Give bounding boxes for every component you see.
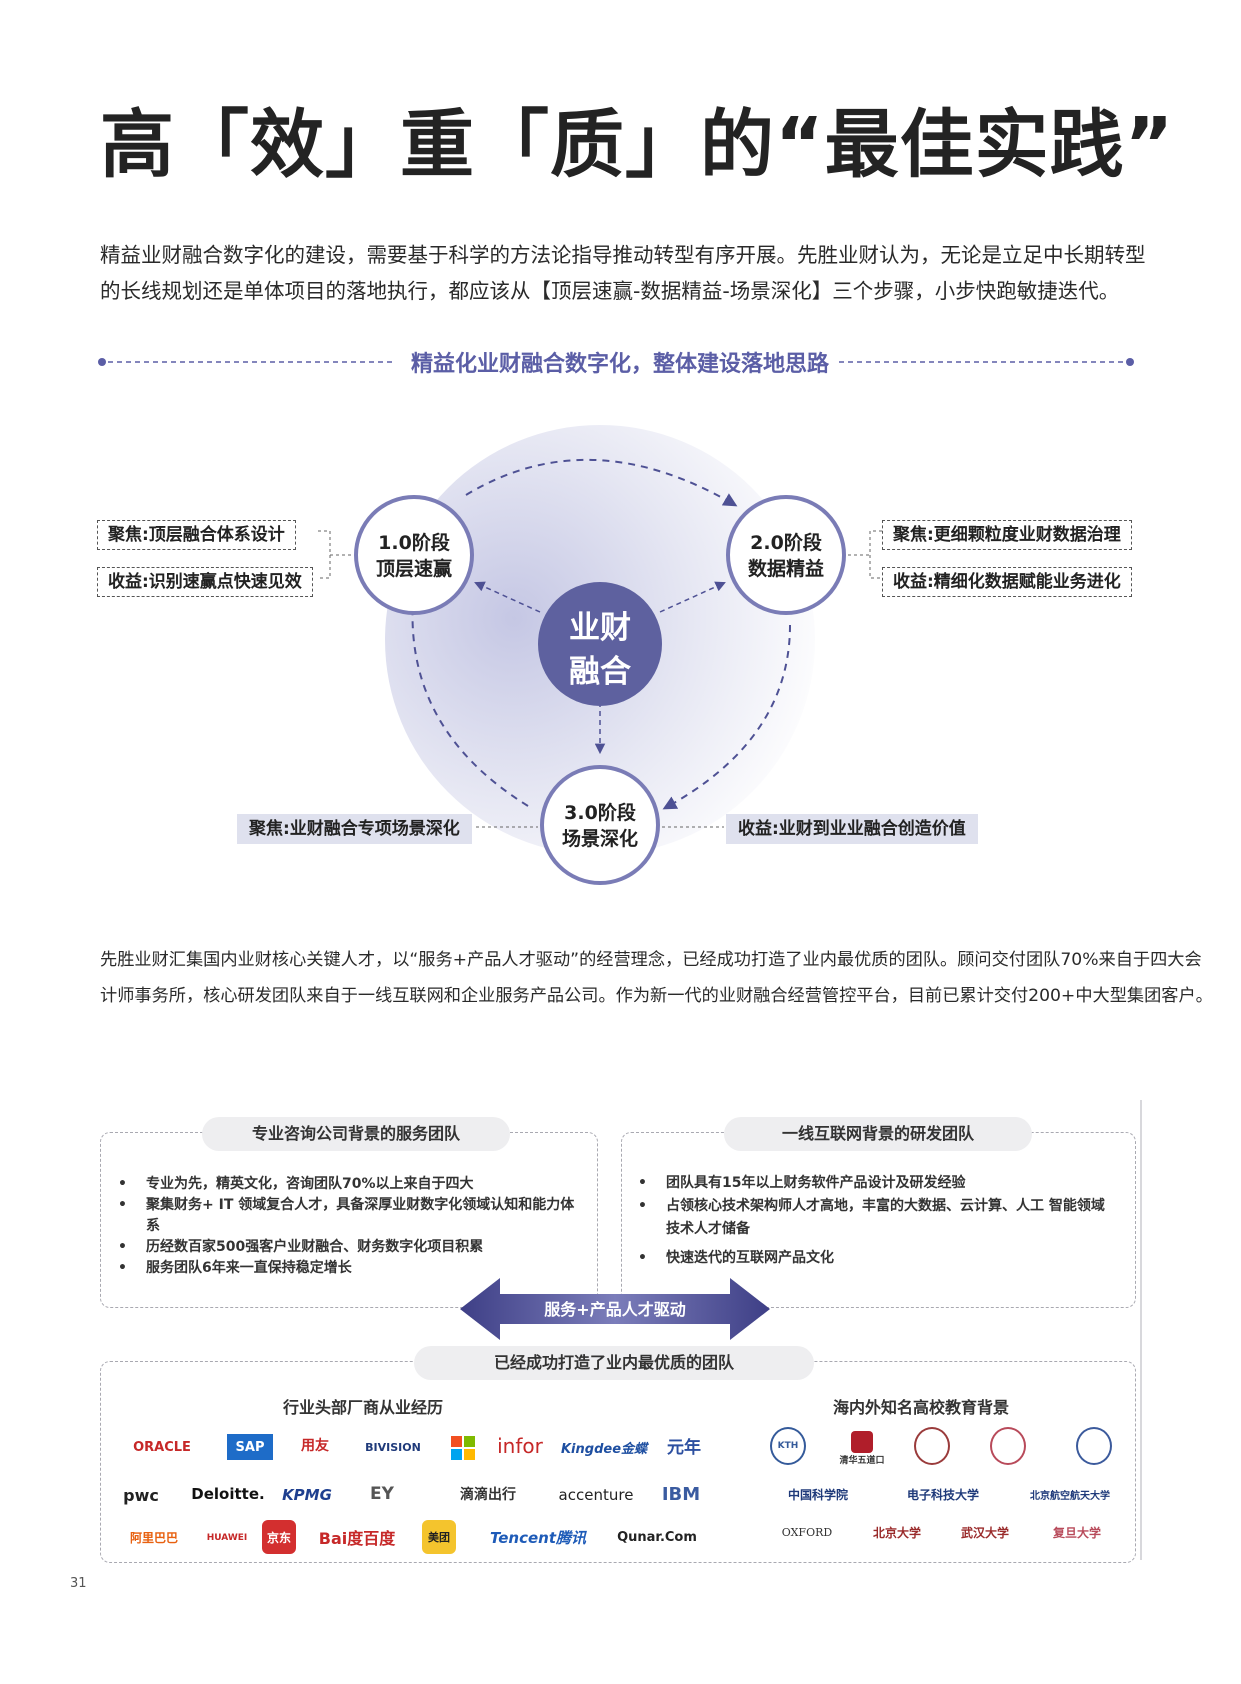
stage-2-gain: 收益:精细化数据赋能业务进化 <box>882 567 1132 597</box>
logo-kth: KTH <box>770 1427 806 1465</box>
logo-infor: infor <box>497 1434 543 1458</box>
logo-kingdee: Kingdee金蝶 <box>560 1441 648 1457</box>
logo-huawei: HUAWEI <box>206 1533 248 1543</box>
stage-3-gain: 收益:业财到业业融合创造价值 <box>726 814 978 844</box>
left-bullet: 服务团队6年来一直保持稳定增长 <box>118 1258 578 1279</box>
right-bullet: 占领核心技术架构师人才高地，丰富的大数据、云计算、人工 智能领域技术人才储备 <box>638 1195 1108 1241</box>
page-title: 高「效」重「质」的“最佳实践” <box>100 102 1175 188</box>
logo-qunar: Qunar.Com <box>617 1529 697 1545</box>
right-bullet: 快速迭代的互联网产品文化 <box>638 1247 1108 1270</box>
logo-pwc: pwc <box>123 1485 159 1505</box>
right-team-bullets: 团队具有15年以上财务软件产品设计及研发经验 占领核心技术架构师人才高地，丰富的… <box>638 1172 1108 1270</box>
center-label-1: 业财 <box>569 610 631 646</box>
university-seal-icon <box>914 1427 950 1465</box>
stage-1-title: 1.0阶段 <box>378 532 450 554</box>
infographic-edge <box>1140 1100 1142 1560</box>
logo-yonyou: 用友 <box>301 1438 329 1454</box>
stage-1-subtitle: 顶层速赢 <box>375 558 452 580</box>
logo-meituan: 美团 <box>422 1520 456 1554</box>
left-bullet: 历经数百家500强客户业财融合、财务数字化项目积累 <box>118 1237 578 1258</box>
logo-deloitte: Deloitte. <box>191 1485 265 1503</box>
stage-2-circle <box>726 495 846 615</box>
logo-buaa: 北京航空航天大学 <box>1030 1490 1110 1502</box>
logo-tsinghua-pbcsf: 清华五道口 <box>830 1426 894 1470</box>
stage-3-circle <box>540 765 660 885</box>
center-label-2: 融合 <box>569 654 631 690</box>
university-seal-icon <box>990 1427 1026 1465</box>
left-team-title: 专业咨询公司背景的服务团队 <box>202 1117 510 1151</box>
microsoft-icon <box>451 1436 475 1460</box>
logo-uestc: 电子科技大学 <box>906 1487 979 1502</box>
industry-title: 行业头部厂商从业经历 <box>283 1398 444 1417</box>
team-para-line-2: 计师事务所，核心研发团队来自于一线互联网和企业服务产品公司。作为新一代的业财融合… <box>100 986 1213 1006</box>
logo-ey: EY <box>370 1484 394 1504</box>
arc-2-to-3 <box>662 624 791 810</box>
logo-jd: 京东 <box>262 1520 296 1554</box>
logo-yuannian: 元年 <box>667 1437 701 1458</box>
logo-tencent: Tencent腾讯 <box>489 1528 587 1547</box>
logo-baidu: Bai度百度 <box>318 1529 396 1548</box>
left-bullet: 聚集财务+ IT 领域复合人才，具备深厚业财数字化领域认知和能力体系 <box>118 1195 578 1237</box>
logo-whu: 武汉大学 <box>960 1525 1009 1540</box>
stage-3-title: 3.0阶段 <box>564 802 636 824</box>
logo-didi: 滴滴出行 <box>460 1487 516 1503</box>
right-bullet: 团队具有15年以上财务软件产品设计及研发经验 <box>638 1172 1108 1195</box>
arrow-label: 服务+产品人才驱动 <box>544 1300 686 1319</box>
stage-2-title: 2.0阶段 <box>750 532 822 554</box>
left-team-bullets: 专业为先，精英文化，咨询团队70%以上来自于四大 聚集财务+ IT 领域复合人才… <box>118 1174 578 1279</box>
logo-bivision: BIVISION <box>365 1440 421 1454</box>
stage-1-circle <box>354 495 474 615</box>
center-circle <box>538 582 662 706</box>
stage-2-subtitle: 数据精益 <box>747 558 824 580</box>
section-heading: 精益化业财融合数字化，整体建设落地思路 <box>410 352 829 377</box>
logo-oracle: ORACLE <box>133 1439 191 1455</box>
university-seal-icon <box>1076 1427 1112 1465</box>
logo-ibm: IBM <box>661 1483 701 1505</box>
stage-cycle-diagram <box>318 425 882 885</box>
education-title: 海内外知名高校教育背景 <box>833 1398 1010 1417</box>
logo-fudan: 复旦大学 <box>1052 1525 1101 1540</box>
page-number: 31 <box>70 1576 87 1591</box>
bottom-team-title: 已经成功打造了业内最优质的团队 <box>414 1346 814 1380</box>
stage-1-focus: 聚焦:顶层融合体系设计 <box>97 520 296 550</box>
section-heading-rule <box>98 358 1134 366</box>
intro-line-1: 精益业财融合数字化的建设，需要基于科学的方法论指导推动转型有序开展。先胜业财认为… <box>100 243 1146 267</box>
pbcsf-emblem-icon <box>851 1430 873 1453</box>
stage-3-subtitle: 场景深化 <box>561 828 638 850</box>
logo-alibaba: 阿里巴巴 <box>129 1530 178 1545</box>
stage-2-focus: 聚焦:更细颗粒度业财数据治理 <box>882 520 1132 550</box>
logo-sap: SAP <box>227 1434 273 1460</box>
logo-kpmg: KPMG <box>282 1486 332 1504</box>
stage-1-gain: 收益:识别速赢点快速见效 <box>97 567 313 597</box>
arc-1-to-2 <box>465 458 738 507</box>
right-team-title: 一线互联网背景的研发团队 <box>724 1117 1032 1151</box>
logo-oxford: OXFORD <box>781 1525 833 1539</box>
intro-line-2: 的长线规划还是单体项目的落地执行，都应该从【顶层速赢-数据精益-场景深化】三个步… <box>100 279 1120 303</box>
logo-accenture: accenture <box>558 1486 634 1504</box>
stage-3-focus: 聚焦:业财融合专项场景深化 <box>237 814 472 844</box>
left-bullet: 专业为先，精英文化，咨询团队70%以上来自于四大 <box>118 1174 578 1195</box>
double-arrow <box>460 1278 770 1340</box>
team-para-line-1: 先胜业财汇集国内业财核心关键人才，以“服务+产品人才驱动”的经营理念，已经成功打… <box>100 950 1202 970</box>
logo-pku: 北京大学 <box>872 1525 921 1540</box>
logo-cas: 中国科学院 <box>787 1487 848 1502</box>
